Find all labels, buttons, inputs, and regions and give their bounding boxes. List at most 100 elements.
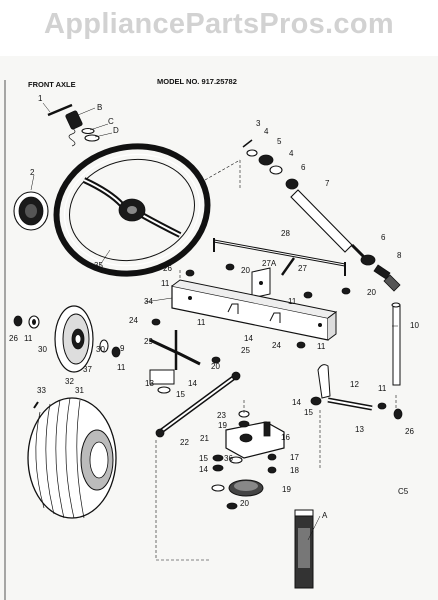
lower-hardware xyxy=(212,453,277,474)
leader-line xyxy=(204,159,241,181)
callout-27a: 27A xyxy=(262,259,277,268)
callout-8: 8 xyxy=(397,251,402,260)
callout-c: C xyxy=(108,117,114,126)
callout-18: 18 xyxy=(290,466,299,475)
callout-20a: 20 xyxy=(241,266,250,275)
callout-5: 5 xyxy=(277,137,282,146)
callout-26b: 26 xyxy=(9,334,18,343)
callout-3: 3 xyxy=(256,119,261,128)
callout-11c: 11 xyxy=(197,318,206,327)
callout-27: 27 xyxy=(298,264,307,273)
left-spindle-assembly xyxy=(149,369,175,394)
callout-6b: 6 xyxy=(381,233,386,242)
callout-20c: 20 xyxy=(211,362,220,371)
callout-20b: 20 xyxy=(367,288,376,297)
callout-24a: 24 xyxy=(129,316,138,325)
callout-6a: 6 xyxy=(301,163,306,172)
callout-14c: 14 xyxy=(292,398,301,407)
callout-4a: 4 xyxy=(264,127,269,136)
callout-24b: 24 xyxy=(272,341,281,350)
callout-11f: 11 xyxy=(117,363,126,372)
callout-15a: 15 xyxy=(176,390,185,399)
part-33-valve-stem xyxy=(33,401,39,409)
part-34-axle-beam xyxy=(171,279,338,341)
part-32-wheel-rim xyxy=(54,305,94,373)
callout-7: 7 xyxy=(325,179,330,188)
callout-9: 9 xyxy=(120,344,125,353)
part-19-nut xyxy=(238,420,250,428)
callout-14a: 14 xyxy=(244,334,253,343)
section-title: FRONT AXLE xyxy=(28,80,76,89)
callout-2: 2 xyxy=(30,168,35,177)
callout-a: A xyxy=(322,511,328,520)
callout-10: 10 xyxy=(410,321,419,330)
part-29-steering-arm xyxy=(149,330,201,370)
callout-b: B xyxy=(97,103,102,112)
site-watermark: AppliancePartsPros.com xyxy=(44,8,394,40)
callout-11a: 11 xyxy=(161,279,170,288)
part-8-pinion xyxy=(360,254,401,292)
part-b-bolt xyxy=(65,110,83,147)
callout-11e: 11 xyxy=(24,334,33,343)
callout-13a: 13 xyxy=(145,379,154,388)
callout-19b: 19 xyxy=(282,485,291,494)
callout-21: 21 xyxy=(200,434,209,443)
callout-labels: 1 B C D 2 35 3 4 5 4 6 7 28 6 8 26 20 27… xyxy=(9,94,419,520)
callout-12: 12 xyxy=(350,380,359,389)
callout-26c: 26 xyxy=(405,427,414,436)
model-number: MODEL NO. 917.25782 xyxy=(157,77,237,86)
callout-22: 22 xyxy=(180,438,189,447)
callout-30a: 30 xyxy=(38,345,47,354)
callout-31: 31 xyxy=(75,386,84,395)
watermark-banner: AppliancePartsPros.com xyxy=(0,0,438,56)
callout-14d: 14 xyxy=(199,465,208,474)
callout-15c: 15 xyxy=(199,454,208,463)
callout-20d: 20 xyxy=(240,499,249,508)
part-2-steering-cap xyxy=(13,191,49,231)
callout-34: 34 xyxy=(144,297,153,306)
part-21-sector-gear xyxy=(225,421,285,459)
part-a-paint-tube xyxy=(294,509,314,589)
part-1-pin xyxy=(47,103,73,117)
callout-26a: 26 xyxy=(163,264,172,273)
part-22-drag-link xyxy=(155,371,241,438)
callout-33: 33 xyxy=(37,386,46,395)
callout-17: 17 xyxy=(290,453,299,462)
callout-leaders xyxy=(30,102,398,541)
callout-19a: 19 xyxy=(218,421,227,430)
part-27-bolt xyxy=(281,257,295,276)
part-27a-bracket xyxy=(251,267,271,299)
callout-29: 29 xyxy=(144,337,153,346)
callout-4b: 4 xyxy=(289,149,294,158)
callout-36: 36 xyxy=(224,454,233,463)
hardware-nuts xyxy=(151,263,403,420)
callout-30b: 30 xyxy=(96,345,105,354)
assembly-axis-lines xyxy=(155,270,397,561)
part-28-tie-rod xyxy=(213,238,346,276)
callout-c5: C5 xyxy=(398,487,409,496)
callout-d: D xyxy=(113,126,119,135)
part-35-steering-wheel xyxy=(53,143,211,277)
part-d-washer xyxy=(84,134,100,142)
callout-15b: 15 xyxy=(304,408,313,417)
steering-shaft-hardware xyxy=(242,139,299,190)
callout-16: 16 xyxy=(281,433,290,442)
callout-28: 28 xyxy=(281,229,290,238)
callout-13b: 13 xyxy=(355,425,364,434)
part-7-steering-shaft xyxy=(290,189,366,259)
wheel-bearings xyxy=(13,315,121,358)
callout-11b: 11 xyxy=(288,297,297,306)
callout-35: 35 xyxy=(94,261,103,270)
part-31-tire xyxy=(27,397,117,519)
callout-1: 1 xyxy=(38,94,43,103)
callout-32: 32 xyxy=(65,377,74,386)
callout-25: 25 xyxy=(241,346,250,355)
part-10-spindle-rod xyxy=(391,302,401,386)
callout-11g: 11 xyxy=(378,384,387,393)
part-12-right-spindle xyxy=(317,364,373,411)
callout-11d: 11 xyxy=(317,342,326,351)
part-19-gear xyxy=(211,479,264,510)
callout-14b: 14 xyxy=(188,379,197,388)
